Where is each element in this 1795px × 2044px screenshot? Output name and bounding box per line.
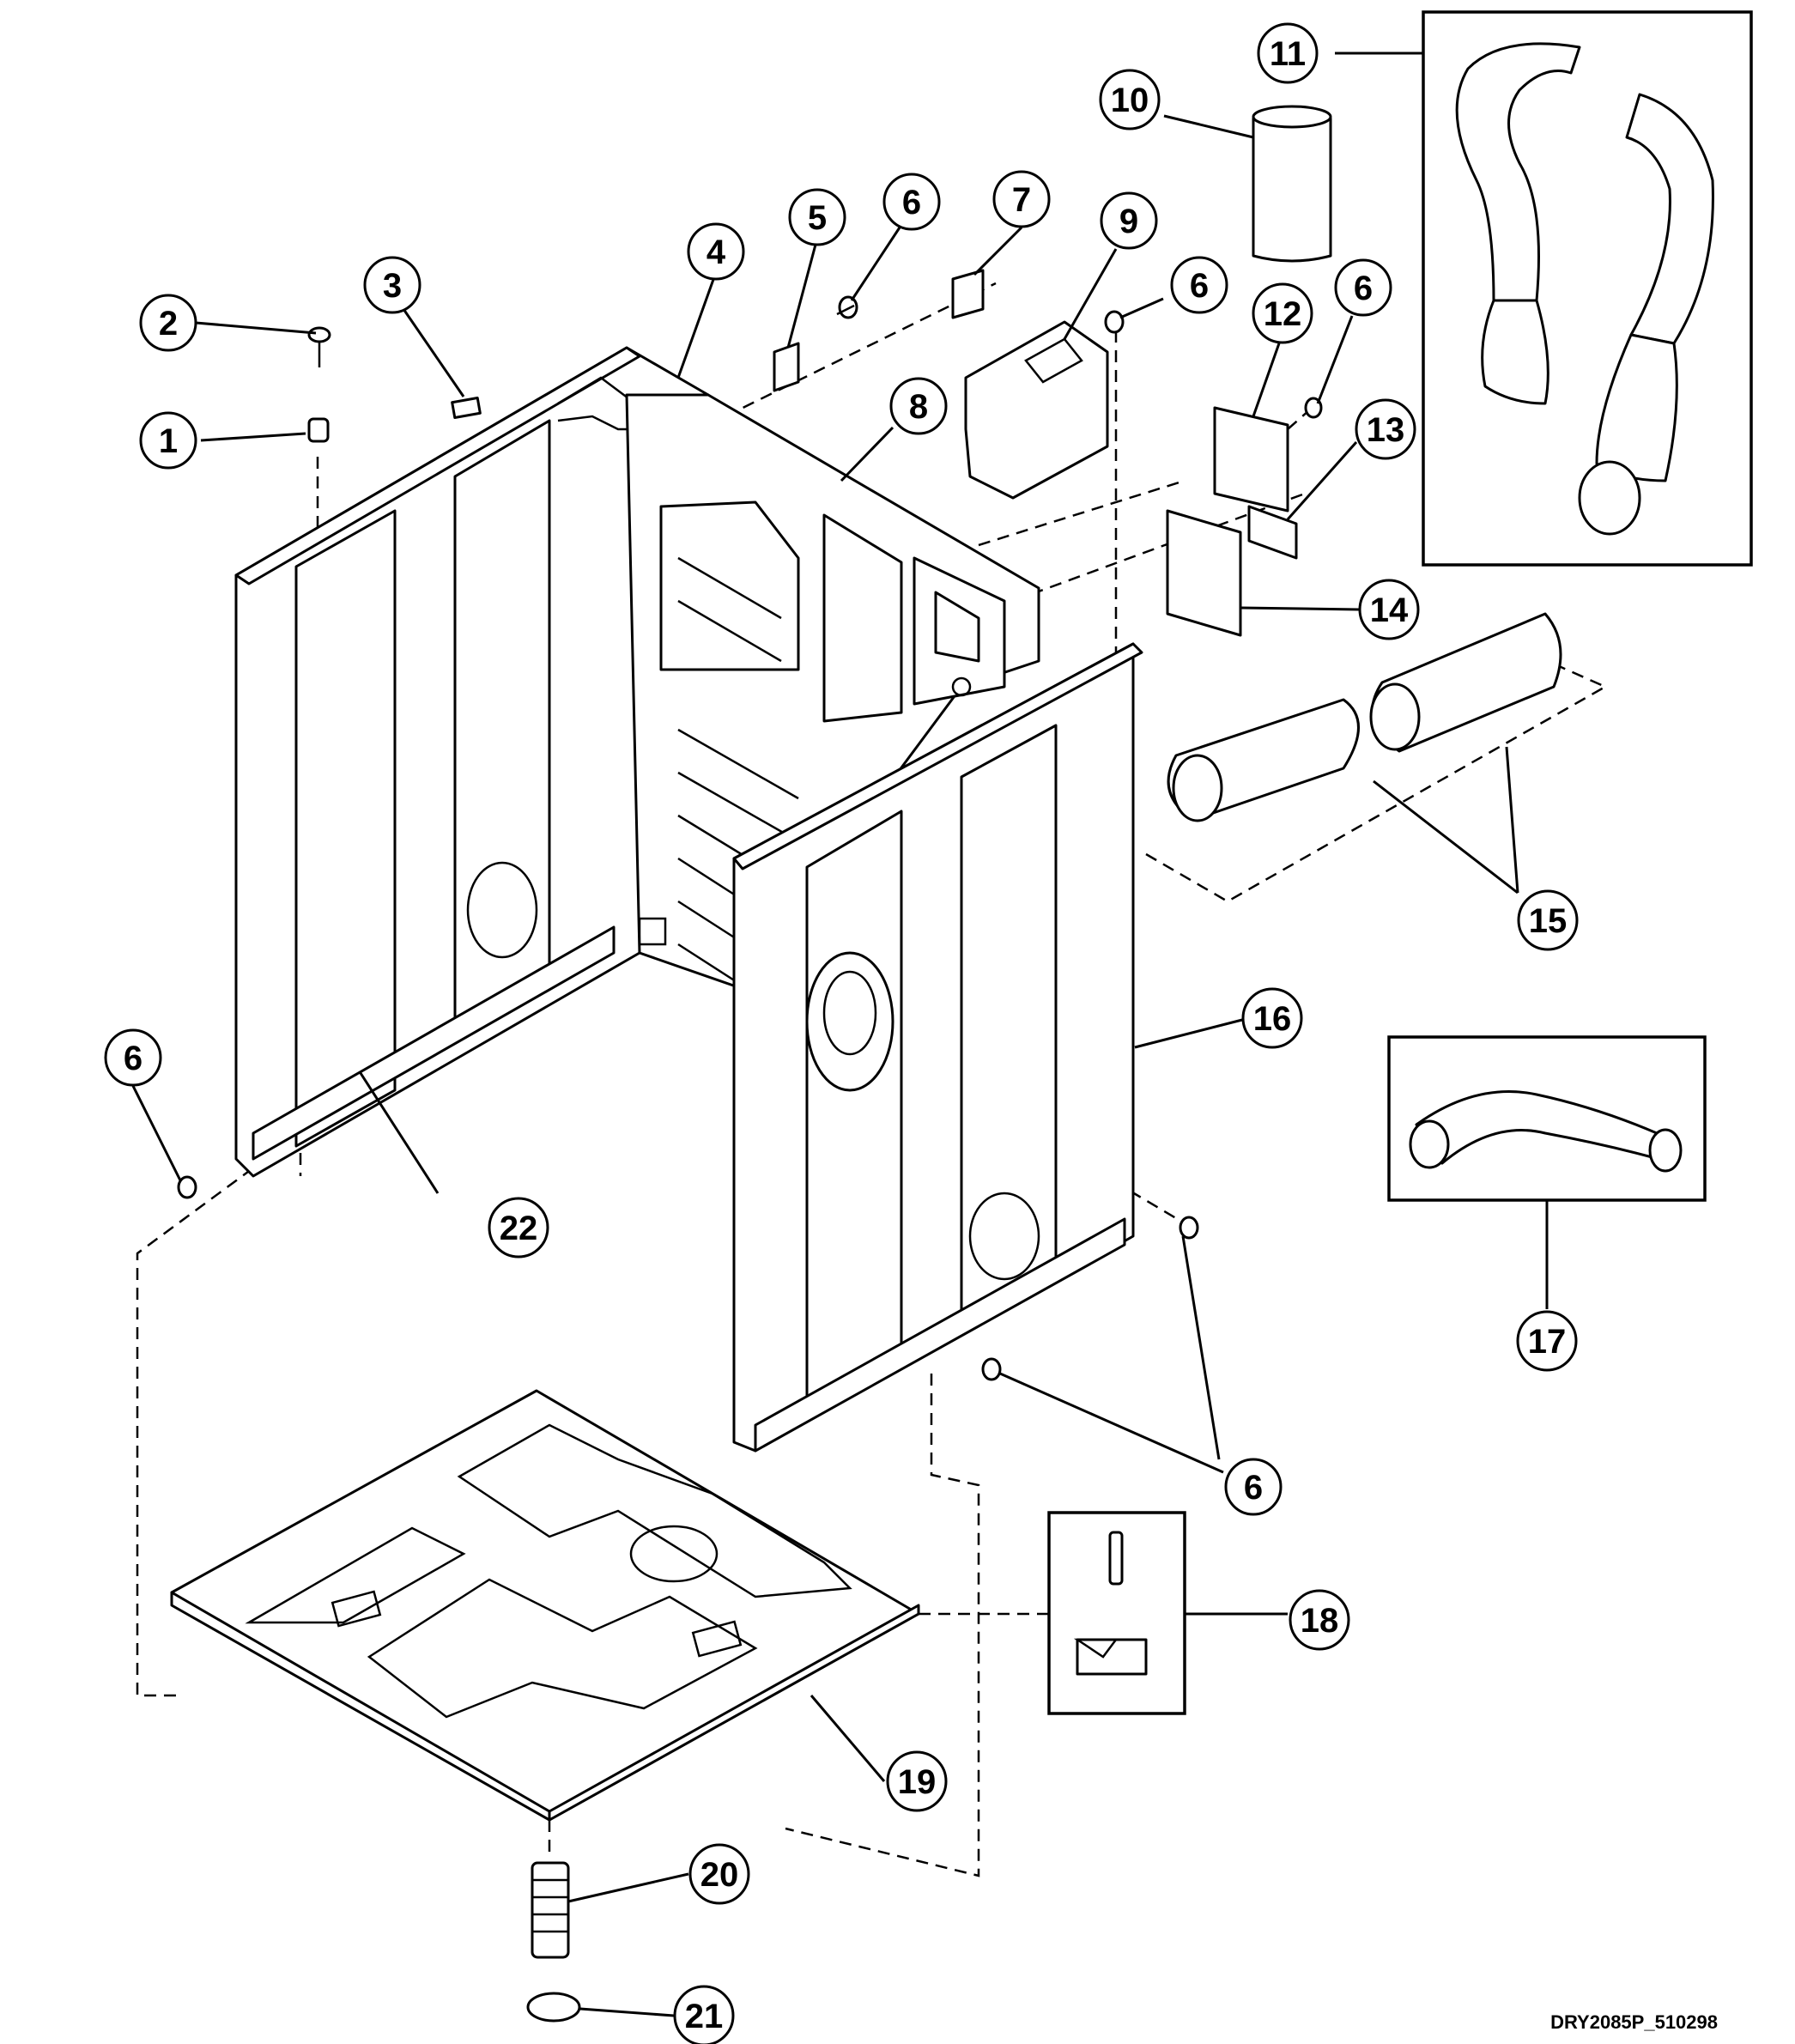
part-1-spacer xyxy=(307,417,330,443)
svg-text:5: 5 xyxy=(808,199,827,237)
callout-6: 6 xyxy=(104,1028,162,1087)
callout-4: 4 xyxy=(687,222,745,281)
part-9-bracket xyxy=(964,320,1109,500)
svg-text:7: 7 xyxy=(1012,181,1031,219)
callout-20: 20 xyxy=(688,1843,750,1905)
svg-text:6: 6 xyxy=(124,1040,143,1077)
part-2-screw xyxy=(307,326,331,367)
part-15-duct-pipes xyxy=(1167,612,1562,822)
part-10-exhaust-duct xyxy=(1252,105,1332,263)
svg-text:16: 16 xyxy=(1253,1000,1292,1038)
svg-text:19: 19 xyxy=(898,1763,937,1801)
part-3-clip xyxy=(451,397,482,419)
svg-text:15: 15 xyxy=(1529,902,1568,940)
callout-2: 2 xyxy=(139,294,197,352)
part-13-seal xyxy=(1247,505,1298,560)
part-6-screw xyxy=(1179,1216,1199,1240)
callout-6: 6 xyxy=(1224,1458,1283,1516)
svg-text:1: 1 xyxy=(159,422,178,460)
callout-11: 11 xyxy=(1257,22,1319,84)
svg-text:10: 10 xyxy=(1111,82,1149,119)
callout-18: 18 xyxy=(1289,1589,1350,1651)
svg-text:6: 6 xyxy=(1354,270,1373,307)
part-5-bracket xyxy=(773,342,800,392)
part-18-leveling-hardware xyxy=(1073,1531,1148,1676)
callout-10: 10 xyxy=(1099,69,1161,130)
svg-text:18: 18 xyxy=(1301,1602,1339,1640)
callout-12: 12 xyxy=(1252,282,1313,344)
drawing-code: DRY2085P_510298 xyxy=(1550,2011,1718,2033)
base-pan xyxy=(170,1389,920,1822)
leader-lines xyxy=(131,52,1549,2017)
callout-15: 15 xyxy=(1517,889,1579,951)
svg-text:12: 12 xyxy=(1264,295,1302,333)
callout-7: 7 xyxy=(992,170,1051,228)
callout-21: 21 xyxy=(673,1985,735,2044)
svg-text:2: 2 xyxy=(159,305,178,343)
svg-text:6: 6 xyxy=(902,184,921,221)
svg-text:22: 22 xyxy=(500,1210,538,1247)
front-side-panel xyxy=(732,642,1143,1453)
part-21-foot-pad xyxy=(526,1992,581,2023)
svg-text:11: 11 xyxy=(1270,35,1306,73)
svg-text:3: 3 xyxy=(383,267,402,305)
part-14-gasket xyxy=(1166,509,1242,637)
svg-text:6: 6 xyxy=(1190,267,1209,305)
callout-17: 17 xyxy=(1516,1310,1578,1372)
part-12-cover-plate xyxy=(1213,406,1289,513)
callout-5: 5 xyxy=(788,188,846,246)
part-11-flexible-hoses xyxy=(1455,42,1714,536)
callout-22: 22 xyxy=(488,1197,549,1259)
callout-13: 13 xyxy=(1355,398,1416,460)
svg-text:21: 21 xyxy=(685,1998,724,2035)
svg-text:20: 20 xyxy=(700,1856,739,1894)
callout-9: 9 xyxy=(1100,191,1158,250)
svg-text:14: 14 xyxy=(1370,591,1409,629)
callout-14: 14 xyxy=(1358,579,1420,640)
part-7-gasket xyxy=(951,269,985,319)
part-17-flexible-hose xyxy=(1409,1090,1683,1173)
callout-6: 6 xyxy=(882,173,941,231)
svg-text:6: 6 xyxy=(1244,1469,1263,1507)
svg-text:8: 8 xyxy=(909,388,928,426)
part-6-screw xyxy=(981,1357,1002,1381)
part-6-screw xyxy=(177,1175,197,1199)
svg-text:17: 17 xyxy=(1528,1323,1567,1361)
callout-6: 6 xyxy=(1170,256,1228,314)
svg-text:4: 4 xyxy=(706,234,726,271)
callout-3: 3 xyxy=(363,256,421,314)
part-6-screw xyxy=(1104,310,1125,334)
left-side-panel xyxy=(234,346,710,1178)
svg-text:13: 13 xyxy=(1367,411,1405,449)
callout-1: 1 xyxy=(139,411,197,470)
part-20-leveling-leg xyxy=(531,1861,570,1959)
callout-8: 8 xyxy=(889,377,948,435)
callout-6: 6 xyxy=(1334,258,1392,317)
svg-text:9: 9 xyxy=(1119,203,1138,240)
callouts: 2 1 3 4 5 6 7 8 9 6 10 11 12 6 13 14 15 … xyxy=(104,22,1579,2044)
back-panel xyxy=(625,393,1040,989)
part-6-screw xyxy=(836,295,858,319)
callout-16: 16 xyxy=(1241,987,1303,1049)
callout-19: 19 xyxy=(886,1750,948,1812)
